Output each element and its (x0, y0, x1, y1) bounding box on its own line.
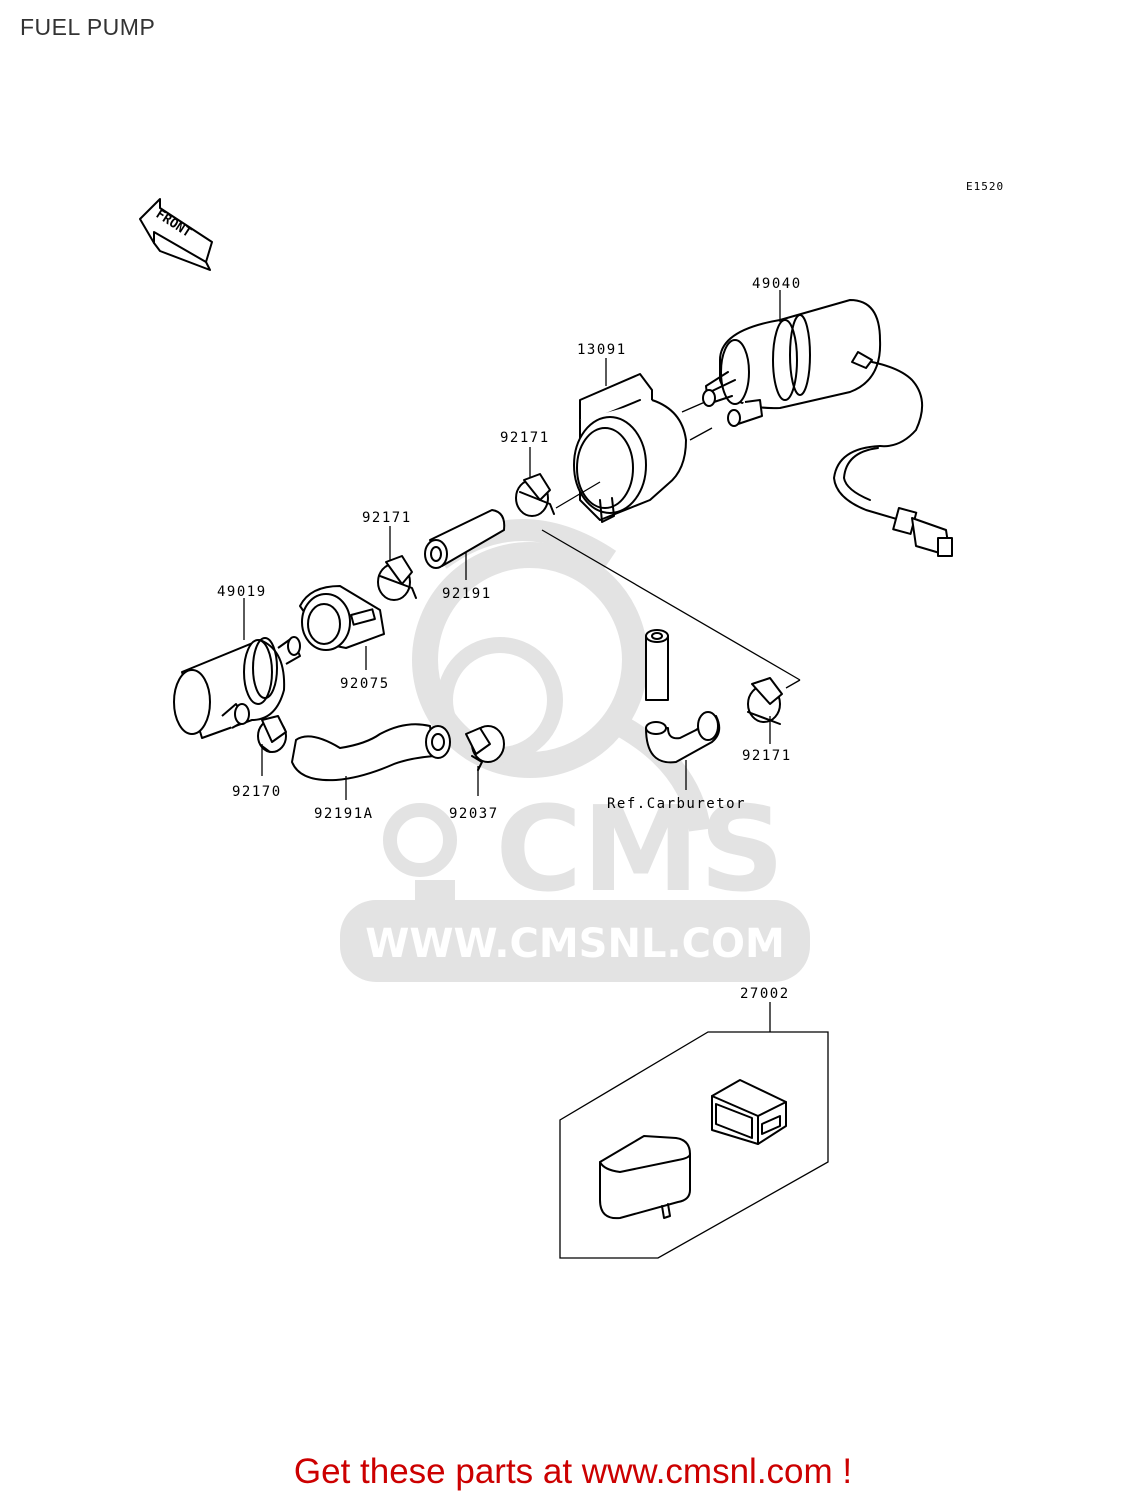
fuel-hose-a-icon (291, 723, 451, 782)
watermark-url: WWW.CMSNL.COM (365, 921, 785, 967)
label-connector-kit: 27002 (740, 986, 790, 1002)
hose-clamp-right-icon (747, 677, 783, 725)
label-hose: 92191 (442, 586, 492, 602)
label-clamp-upper: 92171 (500, 430, 550, 446)
hose-clamp-lower-left-icon (257, 715, 287, 753)
page-title: FUEL PUMP (20, 14, 156, 40)
label-filter-bracket: 92075 (340, 676, 390, 692)
pump-bracket-icon (573, 373, 687, 523)
label-fuel-pump: 49040 (752, 276, 802, 292)
hose-clamp-upper-icon (515, 473, 555, 517)
connector-cover-icon (599, 1135, 691, 1220)
fuel-filter-icon (173, 636, 301, 739)
fuel-hose-icon (424, 509, 506, 569)
carburetor-reference-lines (541, 481, 801, 689)
label-hose-a: 92191A (314, 806, 374, 822)
connector-kit-box (559, 1031, 829, 1259)
label-clamp-lower: 92037 (449, 806, 499, 822)
label-clamp-right: 92171 (742, 748, 792, 764)
label-clamp-lower-left: 92170 (232, 784, 282, 800)
hose-clamp-middle-icon (377, 555, 417, 601)
cta-link[interactable]: Get these parts at www.cmsnl.com ! (293, 1452, 853, 1491)
watermark-brand: CMS (495, 780, 784, 918)
label-ref-carburetor: Ref.Carburetor (607, 796, 746, 812)
watermark: CMS WWW.CMSNL.COM (340, 519, 810, 982)
front-arrow-icon: FRONT (139, 198, 213, 271)
connector-housing-icon (711, 1079, 787, 1145)
watermark-url-box (340, 900, 810, 982)
label-clamp-middle: 92171 (362, 510, 412, 526)
label-fuel-filter: 49019 (217, 584, 267, 600)
diagram-code: E1520 (966, 180, 1004, 193)
filter-bracket-icon (299, 585, 385, 651)
carburetor-hose-icon (645, 629, 721, 764)
fuel-pump-icon (702, 299, 953, 557)
hose-clamp-lower-icon (465, 725, 505, 771)
fuel-pump-leader (681, 290, 781, 441)
label-bracket: 13091 (577, 342, 627, 358)
